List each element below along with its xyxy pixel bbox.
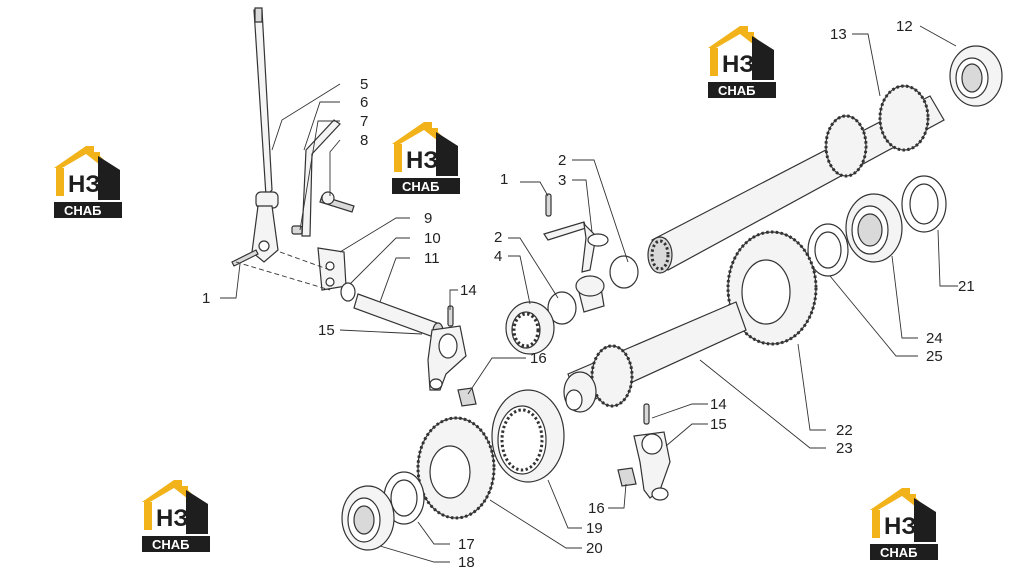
lower-shift-fork — [617, 403, 671, 501]
watermark-logo: НЗ СНАБ — [708, 26, 776, 98]
svg-text:НЗ: НЗ — [156, 505, 188, 532]
callout-9: 9 — [424, 210, 432, 227]
output-shaft-assembly — [563, 230, 818, 413]
callout-20: 20 — [586, 540, 603, 557]
svg-text:СНАБ: СНАБ — [152, 537, 190, 552]
callout-13: 13 — [830, 26, 847, 43]
svg-text:СНАБ: СНАБ — [402, 179, 440, 194]
callout-22: 22 — [836, 422, 853, 439]
callout-5: 5 — [360, 76, 368, 93]
callout-12: 12 — [896, 18, 913, 35]
svg-text:НЗ: НЗ — [406, 147, 438, 174]
callout-4: 4 — [494, 248, 502, 265]
svg-text:СНАБ: СНАБ — [880, 545, 918, 560]
callout-7: 7 — [360, 113, 368, 130]
callout-1: 1 — [202, 290, 210, 307]
callout-15: 15 — [710, 416, 727, 433]
svg-text:СНАБ: СНАБ — [64, 203, 102, 218]
callout-16: 16 — [530, 350, 547, 367]
svg-text:НЗ: НЗ — [722, 51, 754, 78]
callout-18: 18 — [458, 554, 475, 571]
callout-3: 3 — [558, 172, 566, 189]
svg-text:СНАБ: СНАБ — [718, 83, 756, 98]
callout-14: 14 — [460, 282, 477, 299]
callout-2: 2 — [494, 229, 502, 246]
callout-21: 21 — [958, 278, 975, 295]
callout-25: 25 — [926, 348, 943, 365]
svg-text:НЗ: НЗ — [884, 513, 916, 540]
bearing-set — [807, 175, 947, 277]
callout-23: 23 — [836, 440, 853, 457]
callout-labels: 1 1 2 2 3 4 5 6 7 8 9 10 11 12 13 14 14 … — [202, 18, 975, 571]
callout-14: 14 — [710, 396, 727, 413]
leader-lines — [220, 25, 958, 563]
callout-6: 6 — [360, 94, 368, 111]
callout-16: 16 — [588, 500, 605, 517]
watermark-logo: НЗ СНАБ — [54, 146, 122, 218]
callout-19: 19 — [586, 520, 603, 537]
callout-10: 10 — [424, 230, 441, 247]
watermark-logo: НЗ СНАБ — [870, 488, 938, 560]
selector-parts — [505, 193, 639, 355]
input-shaft-assembly — [647, 45, 1003, 274]
callout-11: 11 — [424, 250, 440, 267]
svg-text:НЗ: НЗ — [68, 171, 100, 198]
callout-2: 2 — [558, 152, 566, 169]
callout-24: 24 — [926, 330, 943, 347]
callout-1: 1 — [500, 171, 508, 188]
watermark-logo: НЗ СНАБ — [142, 480, 210, 552]
callout-8: 8 — [360, 132, 368, 149]
shift-lever-assembly — [231, 7, 477, 407]
callout-17: 17 — [458, 536, 475, 553]
watermark-logo: НЗ СНАБ — [392, 122, 460, 194]
callout-15: 15 — [318, 322, 335, 339]
lower-gear-cluster — [341, 389, 565, 551]
